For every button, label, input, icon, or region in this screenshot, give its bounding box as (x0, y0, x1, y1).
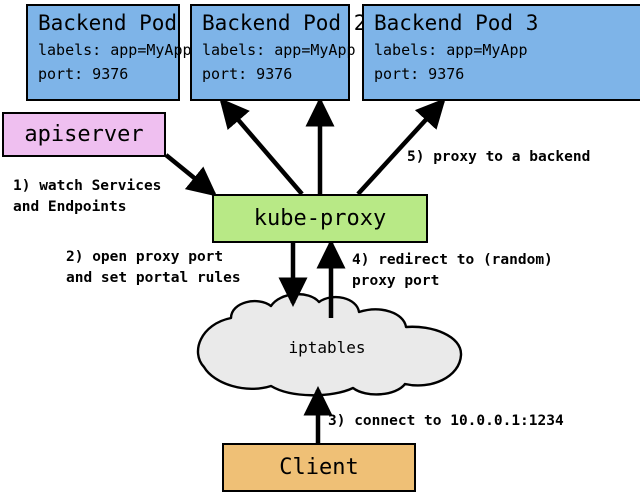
iptables-cloud (196, 293, 463, 397)
arrow-kubeproxy-to-pod3 (356, 98, 446, 196)
backend-pod-3-box: Backend Pod 3 labels: app=MyApp port: 93… (362, 4, 640, 101)
apiserver-label: apiserver (24, 122, 144, 147)
backend-pod-3-port: port: 9376 (374, 65, 465, 83)
client-label: Client (279, 455, 359, 480)
client-box: Client (222, 443, 416, 492)
backend-pod-1-box: Backend Pod 1 labels: app=MyApp port: 93… (26, 4, 203, 101)
apiserver-box: apiserver (2, 112, 166, 157)
step-5-annotation: 5) proxy to a backend (407, 149, 591, 165)
backend-pod-1-labels: labels: app=MyApp (38, 41, 192, 59)
arrow-apiserver-to-kubeproxy (164, 153, 218, 197)
backend-pod-3-labels: labels: app=MyApp (374, 41, 528, 59)
step-2-annotation: 2) open proxy port and set portal rules (66, 249, 241, 286)
backend-pod-1-port: port: 9376 (38, 65, 129, 83)
backend-pod-2-box: Backend Pod 2 labels: app=MyApp port: 93… (190, 4, 367, 101)
backend-pod-2-title: Backend Pod 2 (202, 11, 367, 35)
step-3-annotation: 3) connect to 10.0.0.1:1234 (328, 413, 564, 429)
step-1-annotation: 1) watch Services and Endpoints (13, 178, 162, 215)
kube-proxy-box: kube-proxy (212, 194, 428, 243)
backend-pod-2-port: port: 9376 (202, 65, 293, 83)
backend-pod-3-title: Backend Pod 3 (374, 11, 539, 35)
arrow-kubeproxy-to-pod1 (219, 97, 304, 196)
kube-proxy-label: kube-proxy (253, 206, 387, 231)
backend-pod-2-labels: labels: app=MyApp (202, 41, 356, 59)
backend-pod-1-title: Backend Pod 1 (38, 11, 203, 35)
step-4-annotation: 4) redirect to (random) proxy port (352, 252, 553, 289)
iptables-label: iptables (288, 338, 366, 357)
